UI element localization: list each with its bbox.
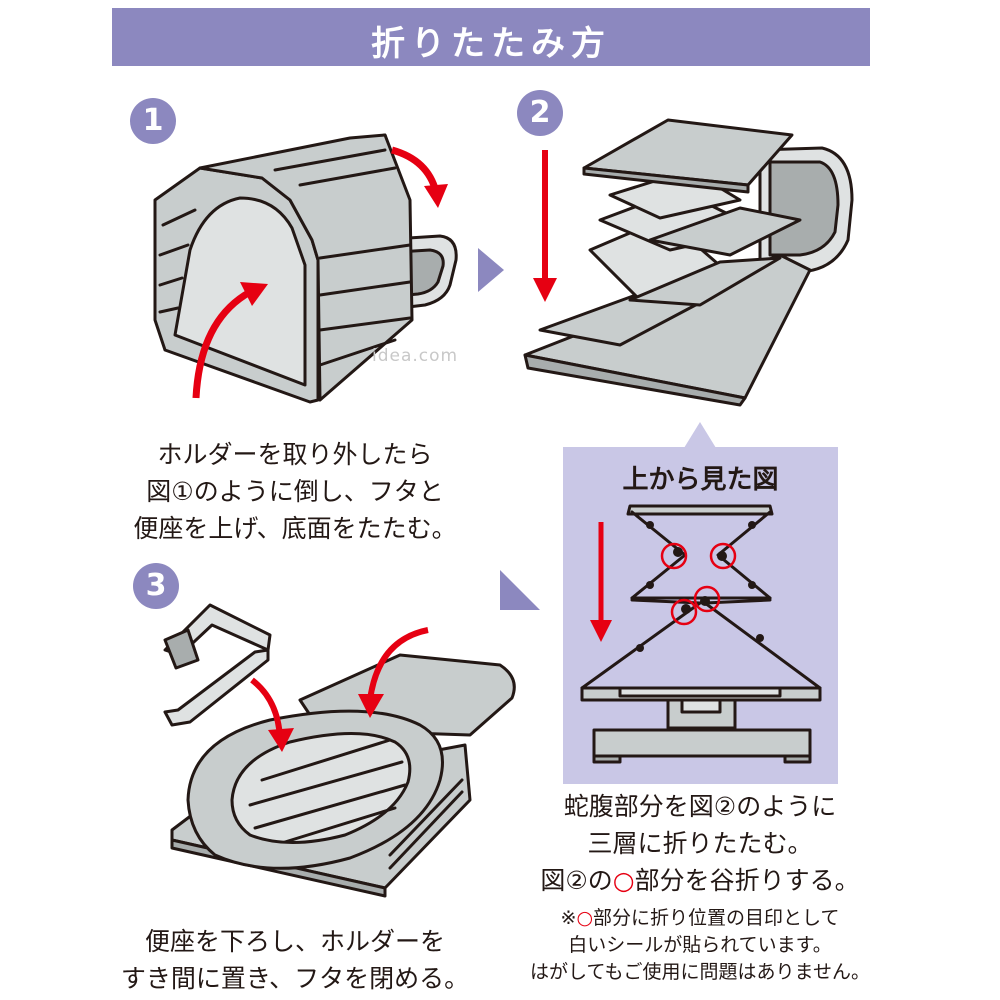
step-2-caption-line-2: 三層に折りたたむ。 <box>587 829 813 858</box>
flow-arrow-1-2 <box>478 248 504 292</box>
step-2-caption-line-3-suffix: 部分を谷折りする。 <box>634 866 860 895</box>
panel-pointer <box>684 422 716 448</box>
step-2-caption-line-1: 蛇腹部分を図②のように <box>563 792 837 821</box>
step-2-caption-line-3: 図②の○部分を谷折りする。 <box>520 862 880 899</box>
watermark: idea.com <box>372 346 459 366</box>
flow-arrow-to-top-view <box>500 570 540 610</box>
title-banner: 折りたたみ方 <box>112 8 870 66</box>
note-line-3: はがしてもご使用に問題はありません。 <box>530 961 870 983</box>
note-line-1-prefix: ※ <box>560 907 577 929</box>
note-line-1: ※○部分に折り位置の目印として <box>490 905 910 932</box>
step-2-caption-line-3-prefix: 図②の <box>540 866 613 895</box>
step-1-badge: 1 <box>130 98 176 144</box>
step-1-caption-line-1: ホルダーを取り外したら <box>157 440 433 469</box>
step-3-caption: 便座を下ろし、ホルダーを すき間に置き、フタを閉める。 <box>110 923 480 997</box>
step-2-badge: 2 <box>517 90 563 136</box>
top-view-title: 上から見た図 <box>622 465 779 495</box>
red-circle-mark: ○ <box>612 866 635 895</box>
step-2-caption: 蛇腹部分を図②のように 三層に折りたたむ。 図②の○部分を谷折りする。 <box>520 788 880 899</box>
note-line-1-suffix: 部分に折り位置の目印として <box>593 907 840 929</box>
note: ※○部分に折り位置の目印として 白いシールが貼られています。 はがしてもご使用に… <box>490 905 910 986</box>
page-title: 折りたたみ方 <box>371 24 611 64</box>
note-line-2: 白いシールが貼られています。 <box>568 934 832 956</box>
step-3-badge: 3 <box>133 563 179 609</box>
step-1-caption-line-2: 図①のように倒し、フタと <box>146 477 444 506</box>
note-red-circle-mark: ○ <box>576 907 594 929</box>
step-1-caption: ホルダーを取り外したら 図①のように倒し、フタと 便座を上げ、底面をたたむ。 <box>115 436 475 547</box>
step-3-caption-line-2: すき間に置き、フタを閉める。 <box>120 964 470 993</box>
step-3-caption-line-1: 便座を下ろし、ホルダーを <box>144 927 445 956</box>
step-1-caption-line-3: 便座を上げ、底面をたたむ。 <box>133 514 457 543</box>
